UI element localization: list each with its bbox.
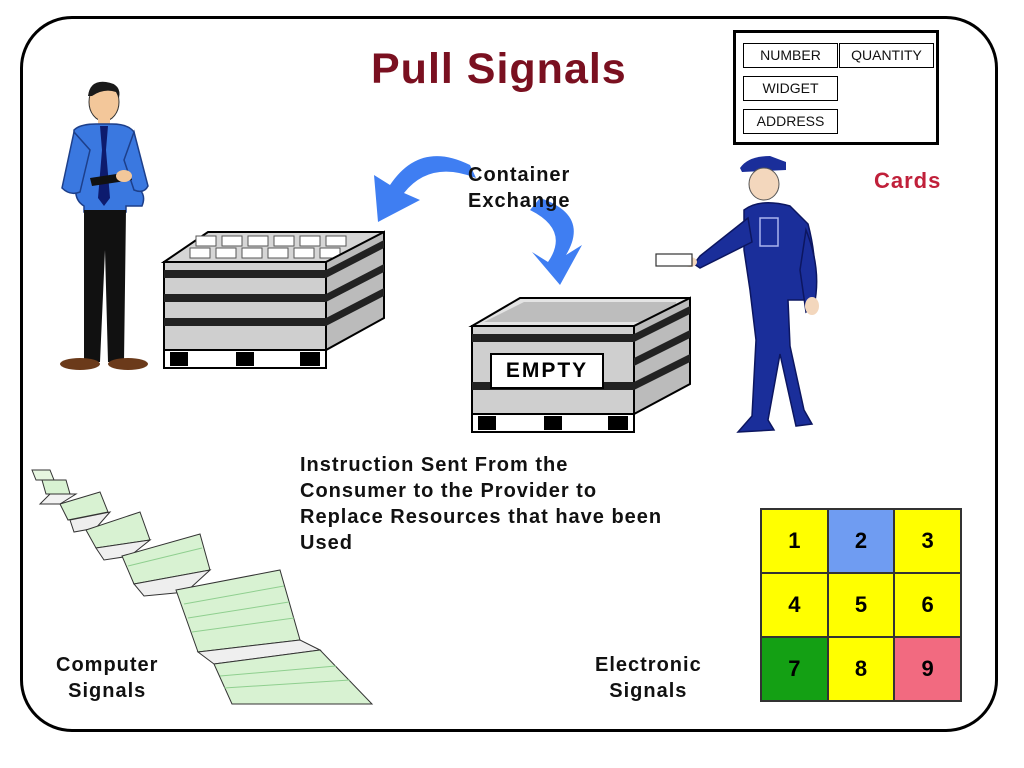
computer-signals-line-1: Computer — [56, 654, 159, 676]
instruction-line-1: Instruction Sent From the — [300, 454, 569, 476]
businessman-figure — [60, 81, 149, 370]
slide-frame — [20, 16, 998, 732]
electronic-signals-line-2: Signals — [609, 680, 688, 702]
grid-cell: 2 — [828, 510, 894, 572]
container-exchange-line-1: Container — [468, 164, 571, 186]
grid-cell: 5 — [828, 574, 894, 636]
grid-cell: 4 — [762, 574, 827, 636]
card-field-number: NUMBER — [743, 43, 838, 68]
grid-cell: 3 — [895, 510, 960, 572]
grid-cell: 8 — [828, 638, 894, 700]
grid-cell: 7 — [762, 638, 827, 700]
computer-signals-line-2: Signals — [68, 680, 147, 702]
computer-signals-label: Computer Signals — [56, 652, 158, 704]
arrow-left-icon — [374, 156, 476, 222]
instruction-line-2: Consumer to the Provider to — [300, 480, 598, 502]
container-exchange-label: Container Exchange — [468, 162, 570, 214]
instruction-line-4: Used — [300, 532, 353, 554]
grid-cell: 1 — [762, 510, 827, 572]
card-field-widget: WIDGET — [743, 76, 838, 101]
full-crate-icon — [160, 230, 385, 369]
instruction-text: Instruction Sent From the Consumer to th… — [300, 452, 662, 556]
empty-crate-label: EMPTY — [490, 353, 604, 389]
arrow-down-icon — [530, 198, 582, 285]
electronic-signals-line-1: Electronic — [595, 654, 702, 676]
page-title: Pull Signals — [371, 45, 627, 93]
instruction-line-3: Replace Resources that have been — [300, 506, 663, 528]
container-exchange-line-2: Exchange — [468, 190, 571, 212]
worker-figure — [655, 156, 819, 433]
grid-cell: 9 — [895, 638, 960, 700]
cards-label: Cards — [874, 168, 942, 193]
computer-printout-icon — [31, 469, 374, 705]
card-field-quantity: QUANTITY — [839, 43, 934, 68]
kanban-card: NUMBER QUANTITY WIDGET ADDRESS — [733, 30, 939, 145]
card-field-address: ADDRESS — [743, 109, 838, 134]
electronic-signals-label: Electronic Signals — [595, 652, 702, 704]
grid-cell: 6 — [895, 574, 960, 636]
electronic-signal-grid: 1 2 3 4 5 6 7 8 9 — [760, 508, 962, 702]
